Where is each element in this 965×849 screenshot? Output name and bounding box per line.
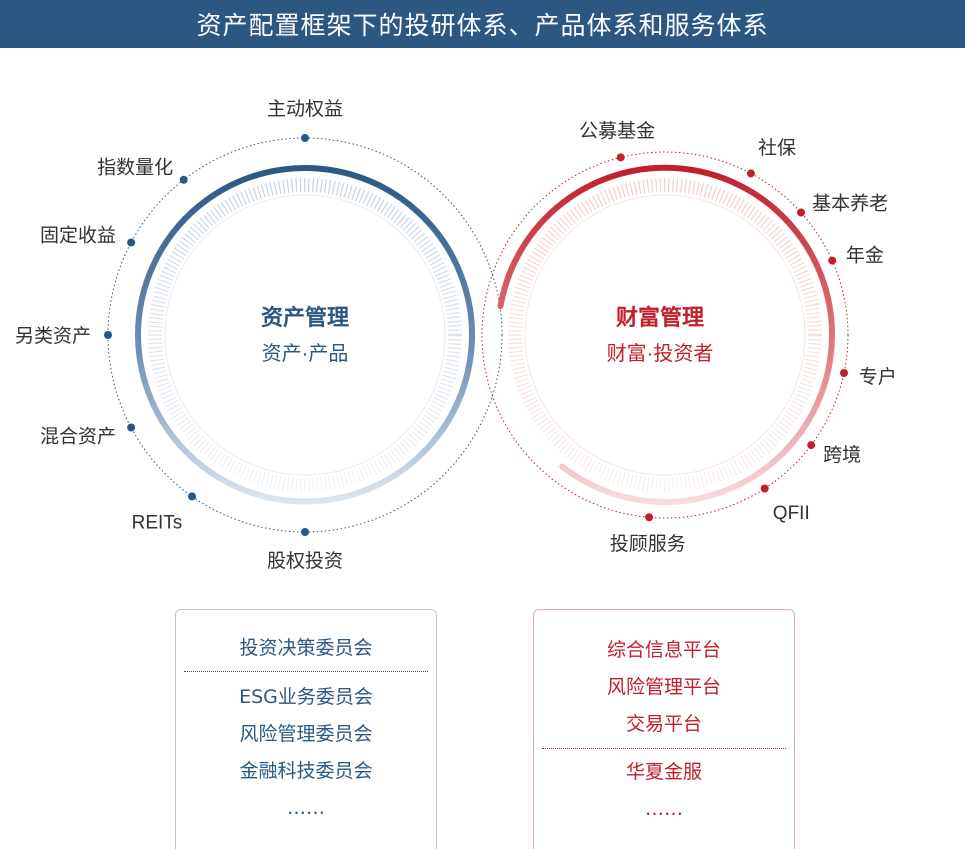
node-label: 主动权益 — [267, 98, 343, 120]
right-tick-ring — [508, 178, 822, 492]
node-dot — [645, 513, 654, 522]
committee-item: 金融科技委员会 — [239, 760, 373, 782]
node-label: 专户 — [859, 366, 897, 388]
left-tick-ring — [148, 178, 462, 492]
asset-management-subtitle: 资产·产品 — [262, 342, 349, 365]
node-label: 基本养老 — [812, 193, 888, 215]
node-dot — [828, 256, 837, 265]
node-dot — [179, 175, 188, 184]
committee-item: 投资决策委员会 — [239, 637, 373, 659]
left-inner-ring — [164, 194, 446, 476]
left-main-arc — [135, 165, 475, 505]
wealth-management-subtitle: 财富·投资者 — [607, 342, 714, 365]
node-label: 另类资产 — [15, 325, 91, 347]
node-label: 公募基金 — [579, 120, 655, 142]
node-dot — [127, 238, 136, 247]
node-label: 跨境 — [823, 444, 861, 466]
committee-ellipsis: …… — [287, 797, 325, 819]
right-outer-dotted-ring — [481, 151, 849, 519]
left-outer-dotted-ring — [107, 137, 503, 533]
node-dot — [840, 369, 848, 377]
node-label: 指数量化 — [97, 156, 173, 178]
node-dot — [127, 423, 136, 432]
node-label: 年金 — [846, 245, 884, 267]
node-dot — [760, 484, 769, 493]
node-label: 混合资产 — [40, 426, 116, 448]
platform-item: 风险管理平台 — [606, 676, 721, 698]
platform-item: 综合信息平台 — [606, 639, 721, 661]
platform-divider — [542, 748, 786, 749]
asset-management-title: 资产管理 — [261, 305, 349, 330]
platform-panel: 综合信息平台 风险管理平台 交易平台 华夏金服 …… — [533, 609, 795, 849]
node-dot — [301, 134, 309, 142]
page-title: 资产配置框架下的投研体系、产品体系和服务体系 — [0, 0, 965, 48]
right-main-arc — [497, 164, 835, 505]
committee-panel: 投资决策委员会 ESG业务委员会 风险管理委员会 金融科技委员会 …… — [175, 609, 437, 849]
committee-item: 风险管理委员会 — [239, 723, 373, 745]
node-dot — [104, 331, 112, 339]
platform-ellipsis: …… — [645, 798, 683, 820]
committee-divider — [184, 671, 428, 672]
node-dot — [797, 208, 805, 217]
node-label: REITs — [132, 512, 183, 533]
node-label: 固定收益 — [40, 225, 116, 247]
platform-item: 华夏金服 — [625, 761, 702, 783]
node-dot — [188, 492, 196, 501]
node-label: 社保 — [758, 137, 796, 159]
node-label: 投顾服务 — [610, 533, 686, 555]
node-dot — [807, 441, 816, 450]
wealth-management-title: 财富管理 — [616, 305, 704, 330]
node-dot — [301, 528, 309, 536]
node-label: QFII — [773, 503, 810, 524]
committee-item: ESG业务委员会 — [239, 686, 373, 708]
right-inner-ring — [524, 194, 806, 476]
node-dot — [616, 153, 625, 162]
platform-item: 交易平台 — [625, 713, 702, 735]
node-label: 股权投资 — [267, 550, 343, 572]
node-dot — [746, 169, 755, 178]
